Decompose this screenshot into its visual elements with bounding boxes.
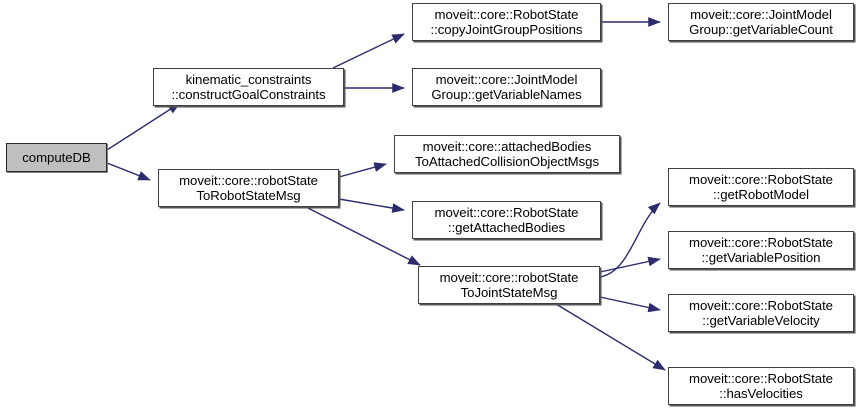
graph-node-label: moveit::core::JointModel Group::getVaria…	[689, 6, 833, 38]
graph-node-constructGoalConstraints[interactable]: kinematic_constraints ::constructGoalCon…	[153, 68, 344, 106]
graph-node-computeDB[interactable]: computeDB	[6, 143, 107, 172]
graph-node-robotStateToJointStateMsg[interactable]: moveit::core::robotState ToJointStateMsg	[418, 266, 600, 304]
graph-node-getVariableVelocity[interactable]: moveit::core::RobotState ::getVariableVe…	[668, 294, 854, 332]
graph-node-getVariableNames[interactable]: moveit::core::JointModel Group::getVaria…	[412, 68, 601, 106]
graph-node-getAttachedBodies[interactable]: moveit::core::RobotState ::getAttachedBo…	[412, 201, 601, 239]
graph-node-label: kinematic_constraints ::constructGoalCon…	[171, 71, 326, 103]
graph-node-label: moveit::core::RobotState ::getVariablePo…	[689, 234, 833, 266]
graph-node-label: moveit::core::RobotState ::getVariableVe…	[689, 297, 833, 329]
graph-node-label: moveit::core::attachedBodies ToAttachedC…	[415, 138, 599, 170]
graph-edge-computeDB-to-constructGoalConstraints	[106, 102, 181, 151]
graph-edge-robotStateToJointStateMsg-to-hasVelocities	[555, 303, 666, 371]
graph-node-attachedBodiesToAttachedCollisionObjectMsgs[interactable]: moveit::core::attachedBodies ToAttachedC…	[394, 135, 620, 173]
graph-edge-robotStateToJointStateMsg-to-getRobotModel	[599, 202, 661, 278]
graph-node-robotStateToRobotStateMsg[interactable]: moveit::core::robotState ToRobotStateMsg	[158, 169, 339, 207]
graph-node-label: moveit::core::RobotState ::copyJointGrou…	[430, 6, 583, 38]
graph-edge-robotStateToJointStateMsg-to-getVariableVelocity	[599, 296, 661, 313]
graph-node-label: moveit::core::RobotState ::getRobotModel	[689, 171, 833, 203]
graph-node-label: moveit::core::robotState ToRobotStateMsg	[179, 172, 318, 204]
graph-node-getVariableCount[interactable]: moveit::core::JointModel Group::getVaria…	[668, 3, 854, 41]
graph-node-getRobotModel[interactable]: moveit::core::RobotState ::getRobotModel	[668, 168, 854, 206]
graph-edge-robotStateToRobotStateMsg-to-getAttachedBodies	[338, 198, 405, 213]
graph-node-getVariablePosition[interactable]: moveit::core::RobotState ::getVariablePo…	[668, 231, 854, 269]
graph-edge-constructGoalConstraints-to-copyJointGroupPositions	[332, 33, 405, 69]
graph-node-copyJointGroupPositions[interactable]: moveit::core::RobotState ::copyJointGrou…	[412, 3, 601, 41]
graph-edge-robotStateToJointStateMsg-to-getVariablePosition	[599, 256, 661, 273]
graph-edge-robotStateToRobotStateMsg-to-attachedBodiesToAttachedCollisionObjectMsgs	[338, 162, 387, 178]
graph-edge-computeDB-to-robotStateToRobotStateMsg	[106, 162, 151, 181]
graph-node-label: moveit::core::RobotState ::hasVelocities	[689, 370, 833, 402]
graph-node-label: moveit::core::JointModel Group::getVaria…	[431, 71, 582, 103]
graph-node-label: computeDB	[22, 149, 91, 165]
graph-node-label: moveit::core::robotState ToJointStateMsg	[439, 269, 579, 301]
graph-node-hasVelocities[interactable]: moveit::core::RobotState ::hasVelocities	[668, 367, 854, 405]
graph-edge-robotStateToRobotStateMsg-to-robotStateToJointStateMsg	[305, 206, 421, 266]
graph-node-label: moveit::core::RobotState ::getAttachedBo…	[434, 204, 579, 236]
